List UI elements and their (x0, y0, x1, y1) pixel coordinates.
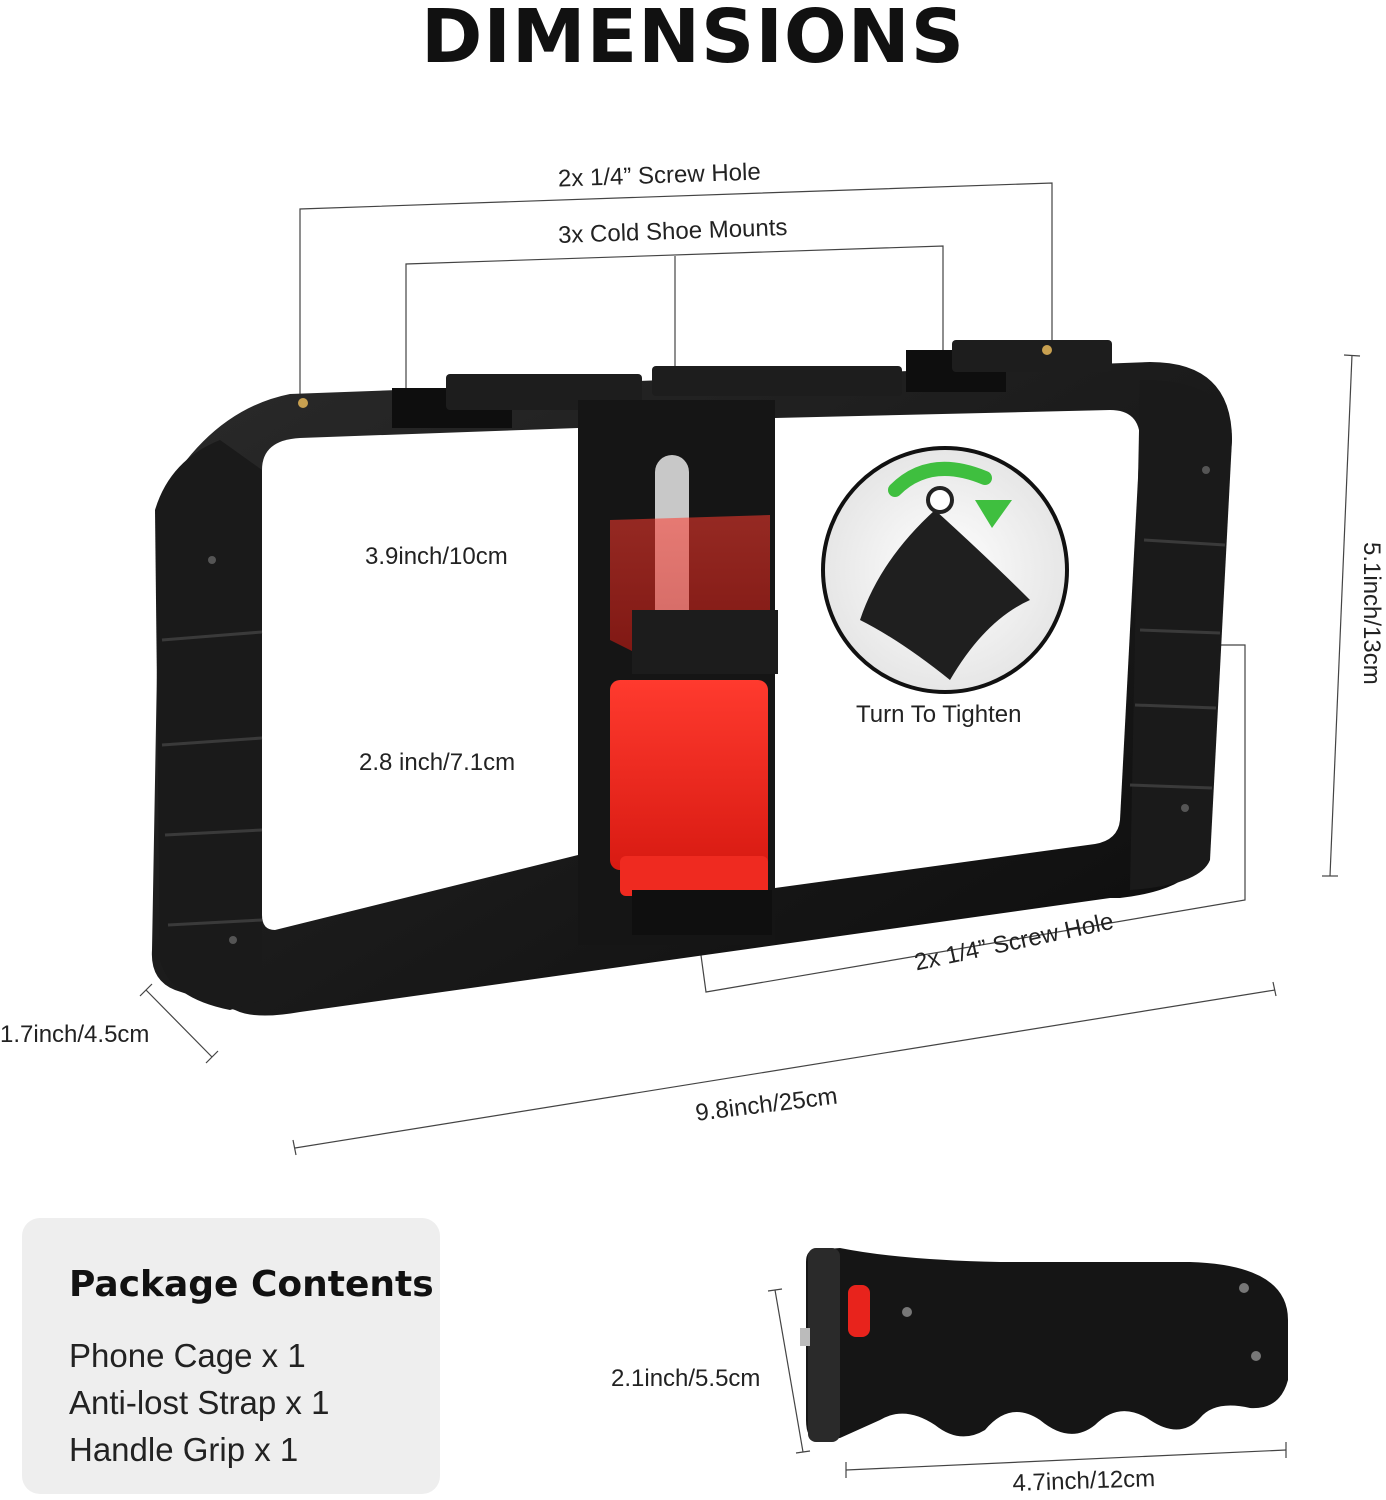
package-contents-title: Package Contents (69, 1264, 434, 1305)
dimension-lines (139, 182, 1361, 1478)
grip-length-label: 4.7inch/12cm (1012, 1465, 1156, 1497)
package-item-handle-grip: Handle Grip x 1 (69, 1431, 299, 1468)
phone-cage (151, 340, 1233, 1016)
package-item-strap: Anti-lost Strap x 1 (69, 1384, 330, 1421)
height-label: 5.1inch/13cm (1358, 542, 1385, 685)
handle-grip (800, 1248, 1288, 1442)
package-contents-panel: Package Contents Phone Cage x 1 Anti-los… (22, 1218, 440, 1494)
clamp-max-label: 3.9inch/10cm (365, 543, 508, 570)
turn-to-tighten-label: Turn To Tighten (856, 701, 1022, 728)
knob-detail-circle (821, 446, 1069, 694)
page-title: DIMENSIONS (420, 0, 966, 80)
clamp-min-label: 2.8 inch/7.1cm (359, 749, 516, 776)
grip-height-label: 2.1inch/5.5cm (611, 1365, 761, 1392)
depth-label: 1.7inch/4.5cm (0, 1021, 150, 1048)
package-item-phone-cage: Phone Cage x 1 (69, 1337, 306, 1374)
